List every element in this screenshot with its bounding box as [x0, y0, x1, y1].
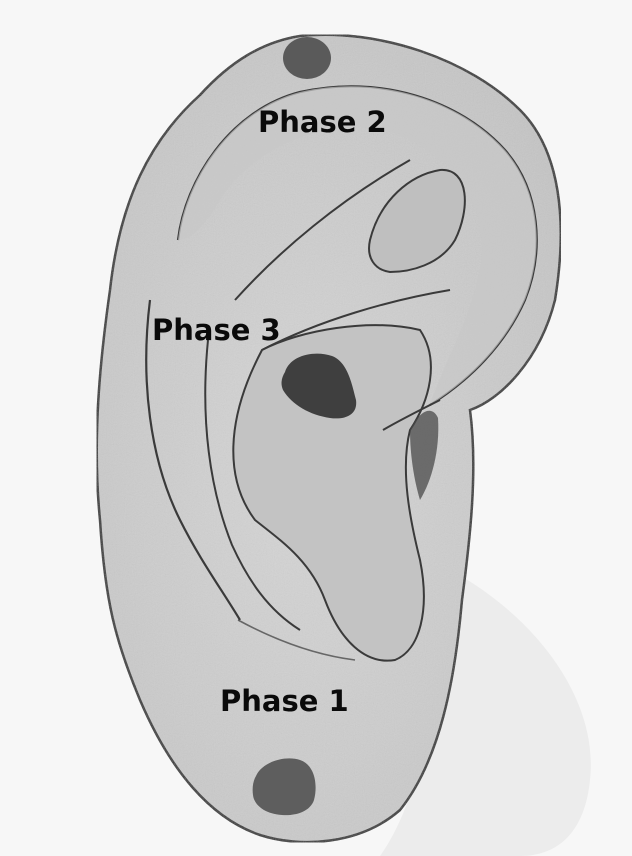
phase-2-point: [283, 37, 331, 79]
phase-1-label: Phase 1: [220, 687, 349, 716]
phase-3-label: Phase 3: [152, 316, 281, 345]
phase-2-label: Phase 2: [258, 108, 387, 137]
